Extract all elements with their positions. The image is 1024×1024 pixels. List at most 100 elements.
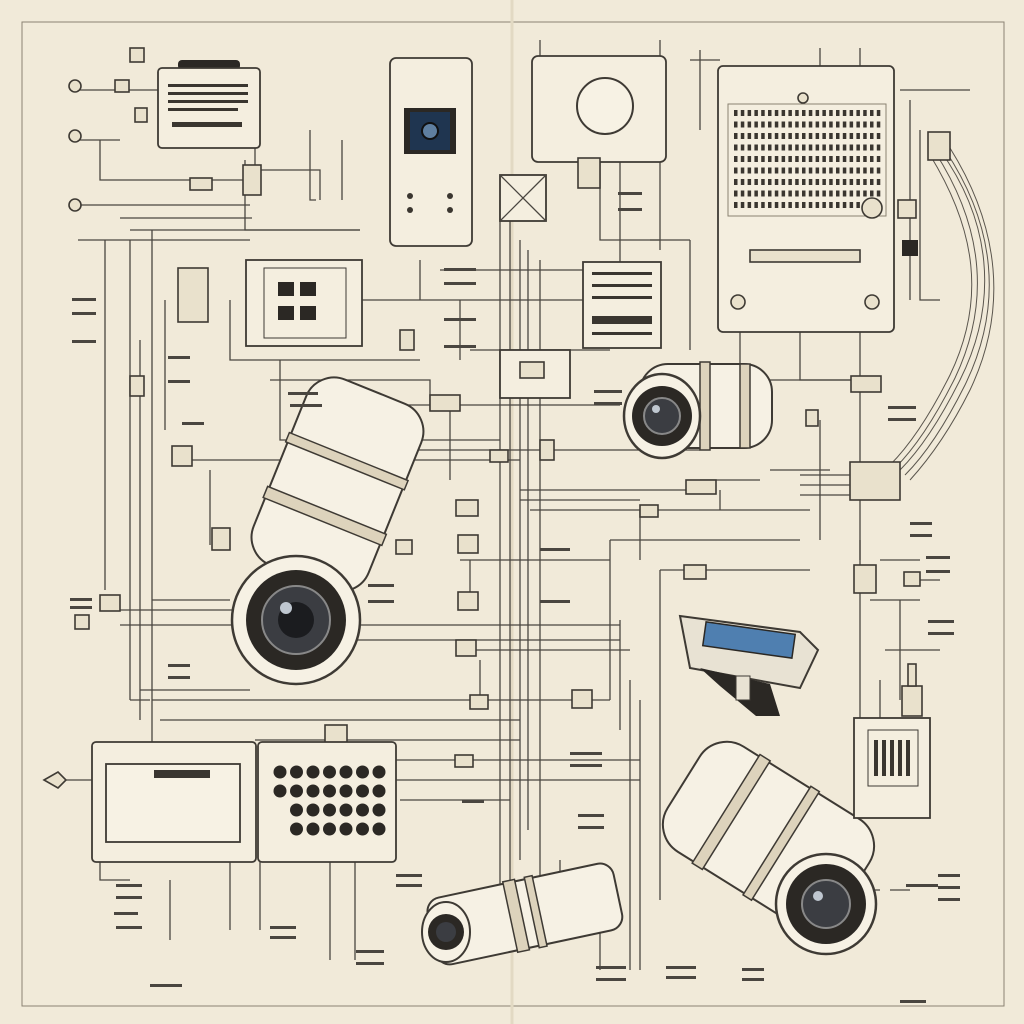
keypad-key (306, 765, 320, 779)
panel-indicator (849, 156, 854, 162)
bullet-camera-bottom (421, 862, 624, 966)
panel-indicator (808, 167, 813, 174)
panel-indicator (747, 121, 752, 128)
label-mark (742, 968, 764, 971)
panel-indicator (774, 167, 779, 174)
panel-indicator (740, 144, 745, 151)
panel-indicator (829, 144, 833, 151)
label-mark (578, 826, 604, 829)
label-mark (150, 984, 182, 987)
label-mark (116, 896, 142, 899)
panel-indicator (842, 167, 847, 174)
panel-indicator (829, 202, 833, 208)
keypad-key (356, 784, 369, 798)
panel-indicator (829, 133, 833, 139)
panel-indicator (870, 110, 874, 116)
panel-indicator (740, 110, 745, 116)
panel-indicator (849, 110, 854, 116)
label-mark (540, 548, 570, 551)
panel-indicator (836, 110, 840, 116)
panel-indicator (808, 121, 813, 128)
panel-indicator (836, 202, 840, 208)
bullet-camera-upper-right (622, 361, 773, 460)
label-mark (444, 318, 476, 321)
panel-indicator (788, 190, 792, 197)
panel-indicator (768, 121, 772, 128)
panel-indicator (815, 133, 820, 139)
panel-indicator (754, 156, 758, 162)
panel-indicator (863, 179, 867, 185)
panel-indicator (836, 179, 840, 185)
panel-indicator (876, 133, 881, 139)
panel-indicator (768, 144, 772, 151)
panel-indicator (740, 121, 745, 128)
panel-indicator (754, 133, 758, 139)
panel-indicator (842, 190, 847, 197)
illegible-labels (70, 192, 960, 1003)
label-mark (594, 402, 622, 405)
panel-indicator (802, 190, 806, 197)
panel-indicator (788, 156, 792, 162)
panel-indicator (754, 179, 758, 185)
label-mark (618, 192, 642, 195)
panel-indicator (870, 179, 874, 185)
panel-indicator (754, 202, 758, 208)
label-mark (396, 874, 422, 877)
panel-indicator (740, 179, 745, 185)
panel-indicator (822, 110, 826, 116)
label-mark (116, 884, 142, 887)
panel-indicator (842, 156, 847, 162)
label-mark (168, 664, 190, 667)
label-mark (288, 392, 318, 395)
panel-indicator (822, 167, 826, 174)
panel-indicator (788, 110, 792, 116)
panel-indicator (774, 133, 779, 139)
label-mark (356, 962, 384, 965)
panel-indicator (856, 167, 860, 174)
panel-indicator (849, 144, 854, 151)
panel-indicator (734, 144, 738, 151)
panel-indicator (836, 190, 840, 197)
label-mark (906, 884, 938, 887)
panel-indicator (788, 202, 792, 208)
panel-indicator (774, 110, 779, 116)
panel-indicator (808, 144, 813, 151)
panel-indicator (863, 133, 867, 139)
panel-indicator (856, 202, 860, 208)
panel-indicator (802, 144, 806, 151)
panel-indicator (842, 144, 847, 151)
panel-indicator (747, 144, 752, 151)
label-mark (938, 886, 960, 889)
panel-indicator (856, 190, 860, 197)
panel-indicator (740, 202, 745, 208)
panel-indicator (734, 202, 738, 208)
panel-indicator (754, 144, 758, 151)
keypad-key (323, 765, 336, 779)
label-mark (910, 522, 932, 525)
panel-indicator (863, 156, 867, 162)
panel-indicator (842, 133, 847, 139)
panel-indicator (822, 156, 826, 162)
panel-indicator (774, 156, 779, 162)
panel-indicator (761, 202, 765, 208)
panel-indicator (842, 110, 847, 116)
panel-indicator (822, 144, 826, 151)
panel-indicator (829, 190, 833, 197)
label-mark (70, 598, 92, 601)
panel-indicator (849, 133, 854, 139)
panel-indicator (808, 133, 813, 139)
panel-indicator (829, 167, 833, 174)
panel-indicator (754, 190, 758, 197)
panel-indicator (876, 121, 881, 128)
keypad-key (323, 784, 336, 798)
panel-indicator (795, 167, 799, 174)
label-mark (72, 298, 96, 301)
main-control-panel (717, 65, 918, 333)
panel-indicator (768, 179, 772, 185)
panel-indicator (788, 167, 792, 174)
keypad-key (323, 803, 336, 817)
panel-indicator (863, 144, 867, 151)
panel-indicator (768, 110, 772, 116)
panel-indicator (876, 144, 881, 151)
panel-indicator (842, 121, 847, 128)
